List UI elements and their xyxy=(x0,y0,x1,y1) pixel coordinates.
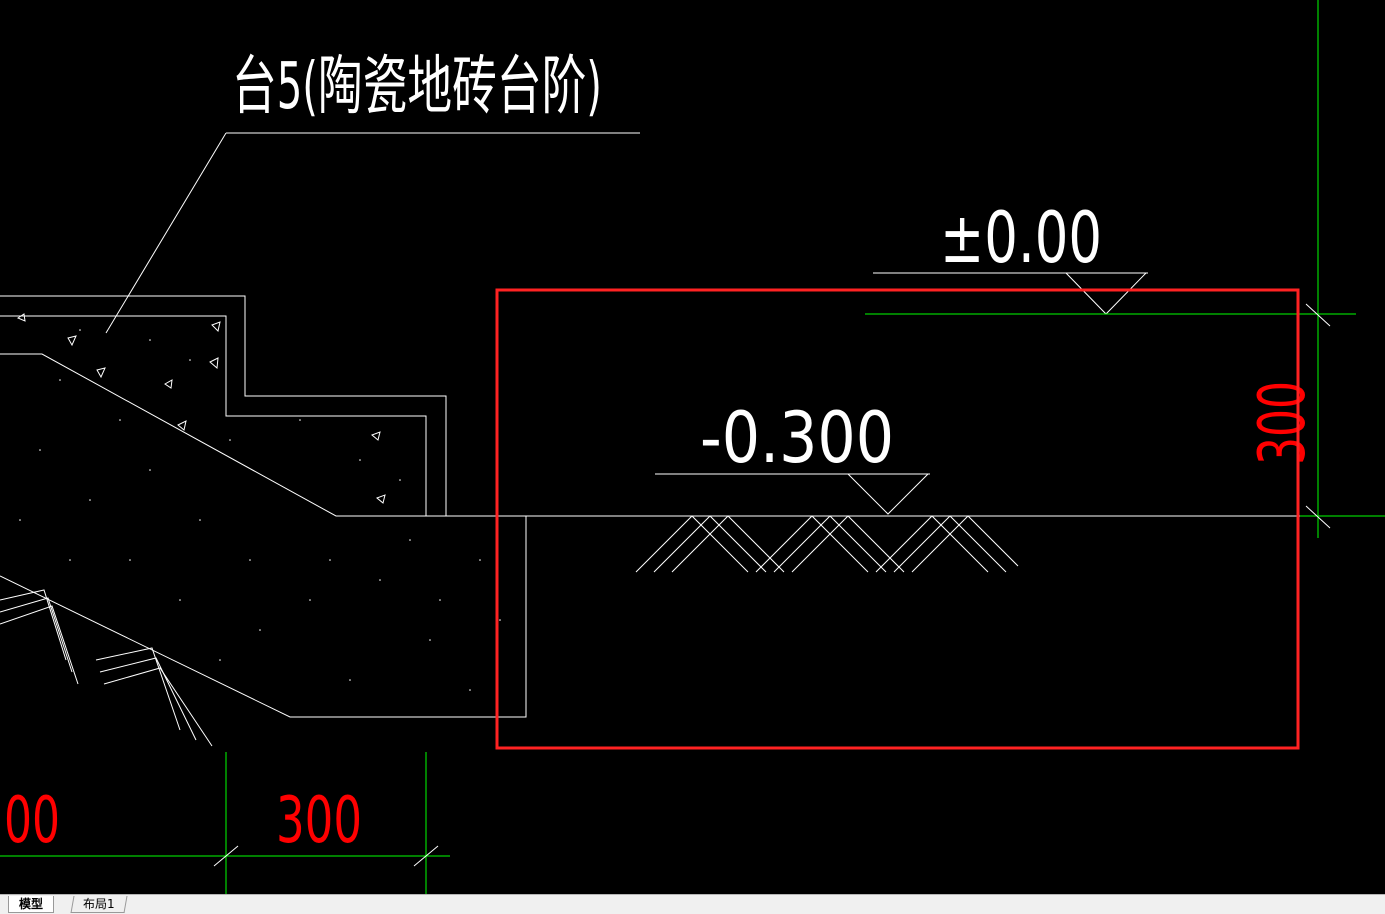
leader-line xyxy=(105,132,227,334)
title-label: 台5(陶瓷地砖台阶) xyxy=(232,50,602,124)
layout-tab-bar: 模型 布局1 xyxy=(0,894,1385,914)
dim-tick-right xyxy=(413,845,439,867)
drawing-svg[interactable]: 台5(陶瓷地砖台阶) ±0.00 -0.300 xyxy=(0,0,1385,894)
tab-layout1-label: 布局1 xyxy=(83,897,115,911)
aggregate-triangles xyxy=(16,313,386,504)
dim-vertical-tick-bottom xyxy=(1305,505,1331,529)
stair-inner-outline xyxy=(0,315,427,516)
tab-model[interactable]: 模型 xyxy=(8,896,55,913)
earth-hatch-right xyxy=(635,515,1019,573)
tab-model-label: 模型 xyxy=(19,897,44,911)
earth-hatch-left xyxy=(0,589,213,747)
dim-vertical-label: 300 xyxy=(1246,381,1320,465)
dim-horizontal-label: 300 xyxy=(276,784,362,858)
concrete-hatch xyxy=(19,329,501,691)
dim-vertical-tick-top xyxy=(1305,303,1331,327)
stair-outer-outline xyxy=(0,295,447,516)
elevation-bottom-triangle xyxy=(847,473,929,515)
concrete-base-outline xyxy=(0,353,527,718)
elevation-top-triangle xyxy=(1065,272,1147,315)
dim-tick-left xyxy=(213,845,239,867)
elevation-top-label: ±0.00 xyxy=(940,197,1102,279)
highlight-box xyxy=(495,288,1300,750)
tab-layout1[interactable]: 布局1 xyxy=(70,896,128,913)
cad-drawing-canvas[interactable]: 台5(陶瓷地砖台阶) ±0.00 -0.300 xyxy=(0,0,1385,894)
dim-partial-label: 00 xyxy=(4,784,60,858)
elevation-bottom-label: -0.300 xyxy=(700,397,894,479)
